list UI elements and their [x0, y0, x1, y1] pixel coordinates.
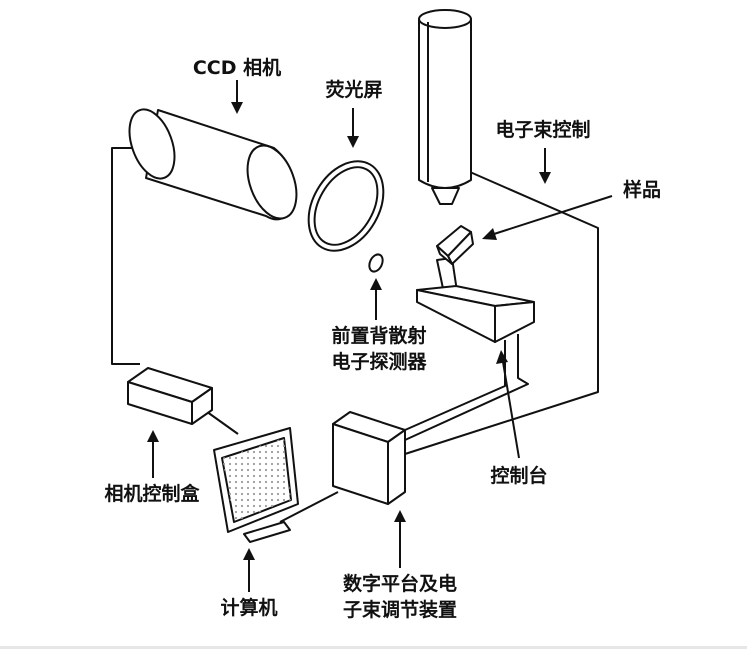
stage-control-cable-inner	[404, 340, 506, 431]
arrow-phosphor	[347, 108, 359, 148]
label-camera-control-box: 相机控制盒	[104, 482, 200, 505]
label-forward-detector-1: 前置背散射	[331, 324, 426, 347]
label-forward-detector-2: 电子探测器	[331, 350, 427, 373]
phosphor-screen	[307, 160, 385, 252]
label-computer: 计算机	[220, 596, 277, 619]
computer-to-digital-stage-cable	[279, 491, 339, 523]
computer-monitor	[213, 427, 299, 543]
camera-control-box-shape	[127, 367, 213, 425]
label-digital-stage-1: 数字平台及电	[343, 572, 457, 595]
stage-control-cable-outer	[404, 334, 529, 441]
arrow-sample	[482, 195, 613, 240]
ccd-camera	[128, 108, 298, 221]
label-stage-control: 控制台	[490, 464, 547, 487]
forward-detector	[368, 253, 384, 273]
arrow-ccd	[231, 80, 243, 114]
label-ccd-camera: CCD 相机	[193, 57, 281, 79]
arrow-digital-stage	[394, 510, 406, 568]
electron-beam-column	[418, 9, 472, 205]
beam-control-cable	[404, 171, 599, 455]
camera-to-control-box-cable	[111, 147, 148, 365]
label-phosphor-screen: 荧光屏	[325, 78, 382, 101]
digital-stage-box	[332, 411, 406, 505]
label-digital-stage-2: 子束调节装置	[343, 598, 457, 621]
arrow-forward-detector	[370, 278, 382, 320]
arrow-computer	[243, 548, 255, 592]
arrow-stage-control	[496, 350, 520, 459]
stage	[416, 285, 535, 343]
arrow-camera-control-box	[147, 430, 159, 478]
bottom-divider	[0, 646, 747, 649]
label-electron-beam-control: 电子束控制	[495, 118, 590, 141]
label-sample: 样品	[623, 178, 661, 201]
arrow-beam-control	[539, 148, 551, 184]
